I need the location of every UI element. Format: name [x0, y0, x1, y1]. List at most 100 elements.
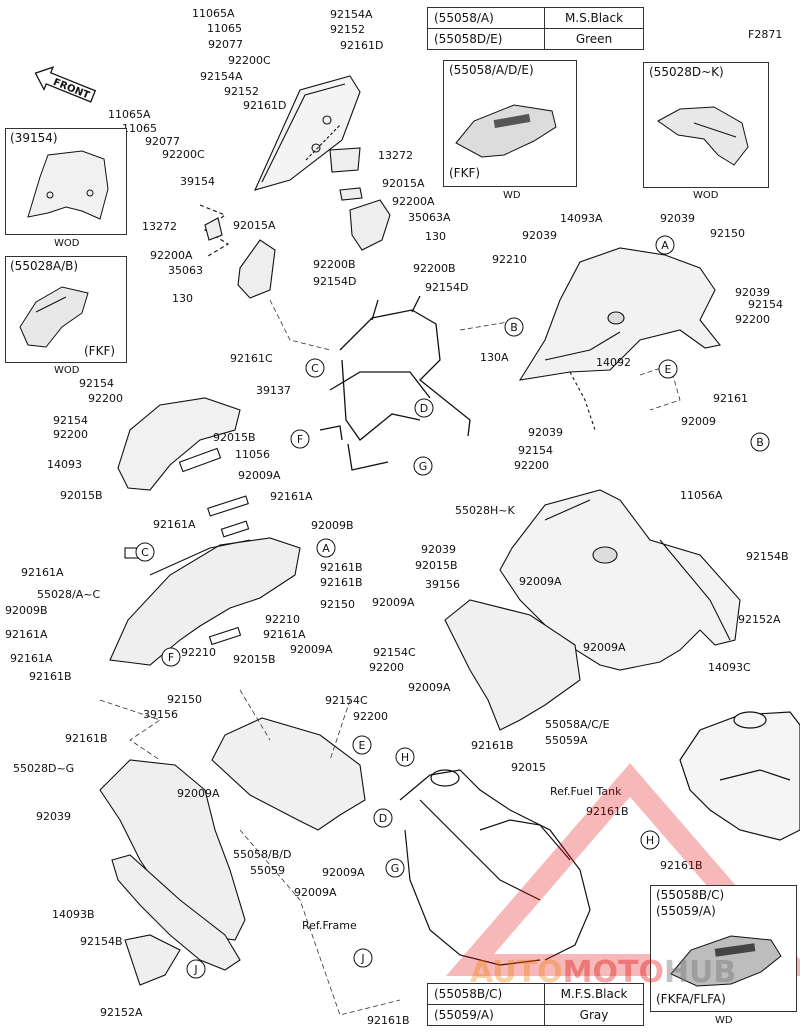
part-number-label: 11065	[122, 122, 157, 135]
part-number-label: 11056	[235, 448, 270, 461]
part-number-label: 55059	[250, 864, 285, 877]
part-number-label: 92015	[511, 761, 546, 774]
part-number-label: 92161B	[660, 859, 703, 872]
main-frame-part	[399, 769, 591, 966]
part-number-label: 92015A	[382, 177, 425, 190]
inset-cowl-dk-title: (55028D~K)	[649, 65, 724, 79]
ref-fuel-tank-label: Ref.Fuel Tank	[550, 785, 622, 798]
part-number-label: 92200B	[413, 262, 456, 275]
part-number-label: 92154B	[746, 550, 789, 563]
svg-text:J: J	[360, 952, 364, 965]
cowl-frame-part	[319, 295, 471, 471]
part-number-label: 130A	[480, 351, 509, 364]
part-number-label: 92161A	[5, 628, 48, 641]
side-cover-part	[444, 599, 581, 731]
part-number-label: 92161A	[153, 518, 196, 531]
part-number-label: 92161A	[263, 628, 306, 641]
part-number-label: 92154C	[325, 694, 368, 707]
part-number-label: 14093A	[560, 212, 603, 225]
part-number-label: 92161C	[230, 352, 273, 365]
inset-cowl-ab-sub: (FKF)	[84, 344, 116, 358]
part-number-label: 92161D	[243, 99, 286, 112]
part-number-label: 92161B	[320, 576, 363, 589]
part-number-label: 92077	[208, 38, 243, 51]
part-number-label: 92200	[53, 428, 88, 441]
svg-text:E: E	[359, 739, 366, 752]
svg-text:D: D	[420, 402, 428, 415]
part-number-label: 92154	[79, 377, 114, 390]
inner-cover-part	[518, 247, 721, 431]
part-number-label: 92200B	[313, 258, 356, 271]
part-number-label: 92154B	[80, 935, 123, 948]
part-number-label: 92015B	[415, 559, 458, 572]
part-number-label: 92039	[522, 229, 557, 242]
svg-text:J: J	[193, 963, 197, 976]
part-number-label: 92161D	[340, 39, 383, 52]
svg-text:F: F	[168, 651, 174, 664]
part-number-label: 11065A	[108, 108, 151, 121]
callout-markers	[135, 235, 770, 979]
front-arrow-icon: FRONT	[34, 66, 97, 103]
cover-bc-icon	[670, 935, 782, 987]
part-number-label: 92161A	[270, 490, 313, 503]
part-number-label: 11065A	[192, 7, 235, 20]
part-number-label: 92009A	[583, 641, 626, 654]
part-number-label: 92200C	[228, 54, 271, 67]
part-number-label: 55059A	[545, 734, 588, 747]
part-number-label: 92161B	[29, 670, 72, 683]
part-number-label: 14092	[596, 356, 631, 369]
part-number-label: 92152A	[738, 613, 781, 626]
part-number-label: 92154	[518, 444, 553, 457]
table-row: (55059/A)Gray	[427, 1004, 644, 1026]
watermark-logo	[445, 763, 800, 976]
lower-side-cover-part	[211, 717, 366, 831]
part-number-label: 35063	[168, 264, 203, 277]
part-number-label: 55058A/C/E	[545, 718, 610, 731]
part-number-label: 55028D~G	[13, 762, 74, 775]
part-number-label: 92200	[353, 710, 388, 723]
part-number-label: 92210	[265, 613, 300, 626]
part-number-label: 92200	[88, 392, 123, 405]
part-number-label: 92150	[710, 227, 745, 240]
part-number-label: 92200A	[392, 195, 435, 208]
part-number-label: 92161B	[65, 732, 108, 745]
inset-cover-bc-title1: (55058B/C)	[656, 888, 725, 902]
part-number-label: 92161A	[21, 566, 64, 579]
svg-text:B: B	[510, 321, 518, 334]
color-table-bottom: (55058B/C)M.F.S.Black (55059/A)Gray	[427, 983, 644, 1026]
svg-text:H: H	[401, 751, 409, 764]
svg-text:G: G	[419, 460, 428, 473]
upper-cowl-icon	[455, 104, 557, 158]
meter-cover-part	[109, 447, 301, 666]
inset-cowl-ab	[5, 256, 127, 363]
part-number-label: 92200	[369, 661, 404, 674]
part-number-label: 92200A	[150, 249, 193, 262]
part-number-label: 14093B	[52, 908, 95, 921]
svg-text:D: D	[379, 812, 387, 825]
part-number-label: 92009A	[290, 643, 333, 656]
part-number-label: 92009B	[5, 604, 48, 617]
part-number-label: 92039	[735, 286, 770, 299]
part-number-label: 13272	[142, 220, 177, 233]
part-number-label: 92009A	[372, 596, 415, 609]
inset-cover-bc-caption: WD	[715, 1015, 733, 1026]
part-number-label: 55058/B/D	[233, 848, 291, 861]
part-number-label: 130	[425, 230, 446, 243]
part-number-label: 13272	[378, 149, 413, 162]
part-number-label: 92009A	[238, 469, 281, 482]
windshield-part	[199, 75, 361, 257]
inset-upper-cowl-title: (55058/A/D/E)	[449, 63, 534, 77]
part-number-label: 92077	[145, 135, 180, 148]
table-row: (55058D/E)Green	[427, 28, 644, 50]
part-number-label: 92154D	[425, 281, 468, 294]
inset-cowl-dk	[643, 62, 769, 188]
part-number-label: 92039	[421, 543, 456, 556]
inset-cowl-dk-caption: WOD	[693, 190, 719, 201]
part-number-label: 39137	[256, 384, 291, 397]
part-number-label: 92015B	[60, 489, 103, 502]
part-labels: 11065A 92154A 11065 92152 92077 92161D 9…	[5, 7, 789, 1027]
svg-text:G: G	[391, 862, 400, 875]
cowl-ab-icon	[19, 286, 89, 348]
part-number-label: 92152A	[100, 1006, 143, 1019]
